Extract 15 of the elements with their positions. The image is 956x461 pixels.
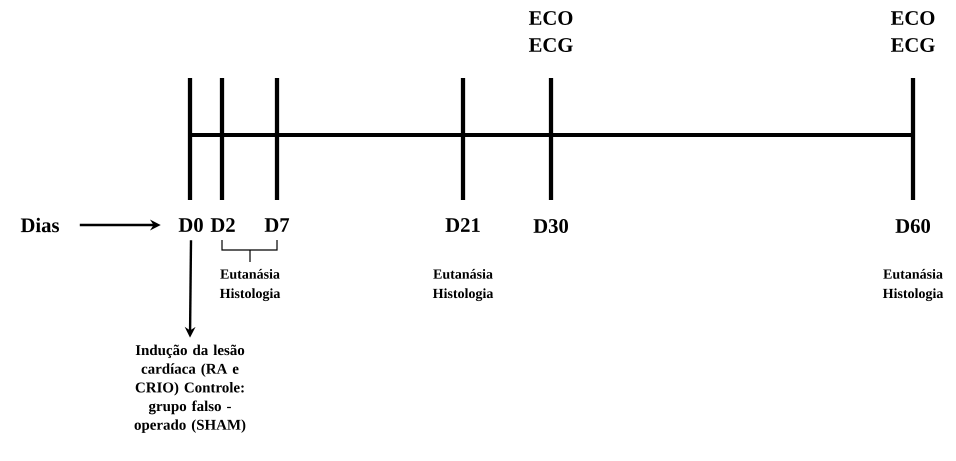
caption-text: Eutanásia Histologia — [432, 268, 494, 302]
day-label: D30 — [534, 219, 568, 233]
caption-text: Eutanásia Histologia — [882, 268, 944, 302]
text-label: Dias — [20, 218, 59, 232]
exam-label: ECO — [528, 11, 572, 25]
text-label: Indução da lesão cardíaca (RA e CRIO) Controle: grupo falso - operado (SHAM) — [134, 344, 246, 433]
exam-label: ECG — [528, 38, 573, 52]
text-label: D0 — [178, 218, 203, 232]
caption-text: Eutanásia Histologia — [220, 268, 280, 302]
day-label: D7 — [264, 218, 290, 232]
day-label: D2 — [210, 218, 235, 232]
day-label: D60 — [896, 219, 930, 233]
exam-label: ECO — [890, 11, 934, 25]
day-label: D21 — [446, 218, 480, 232]
exam-label: ECG — [890, 38, 935, 52]
